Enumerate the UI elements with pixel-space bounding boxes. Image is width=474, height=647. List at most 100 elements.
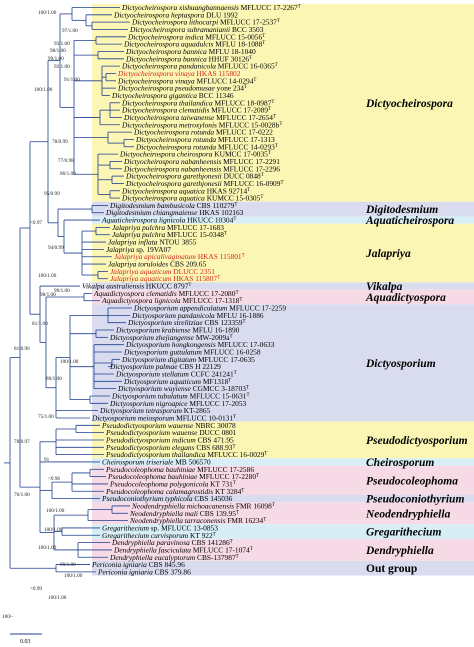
support-value: 100/1.00 xyxy=(38,545,57,551)
taxon-label: Periconia igniaria CBS 845.96 xyxy=(91,560,185,569)
taxon-label: Dictyocheirospora lithocarpi MFLUCC 17-2… xyxy=(131,18,280,27)
support-value: 100/1.00 xyxy=(38,10,57,16)
taxon-label: Dictyocheirospora aquadulcis MFLU 18-108… xyxy=(123,40,265,49)
clade-label-1: Digitodesmium xyxy=(365,204,438,216)
support-value: 76/1.00 xyxy=(14,492,30,498)
support-value: 100/1.00 xyxy=(46,508,65,514)
taxon-label: Jalapriya inflata NTOU 3855 xyxy=(108,238,197,247)
taxon-label: Dictyosporium pandanicola MFLU 16-1886 xyxy=(131,311,264,320)
clade-label-5: Aquadictyospora xyxy=(365,292,446,304)
clade-label-0: Dictyocheirospora xyxy=(365,98,453,110)
support-value: 100/1.00 xyxy=(48,595,67,601)
clade-label-8: Cheirosporum xyxy=(366,457,434,469)
taxon-label: Dictyosporium wuyiense CGMCC 3-18703T xyxy=(117,384,249,393)
support-value: 91/1.00 xyxy=(64,77,80,83)
support-value: 92/1.00 xyxy=(54,64,70,70)
taxon-label: Dictyocheirospora pandanicola MFLUCC 16-… xyxy=(121,62,278,71)
taxon-label: Dictyocheirospora clematidis MFLUCC 17-2… xyxy=(121,106,271,115)
clade-labels: DictyocheirosporaDigitodesmiumAquatichei… xyxy=(365,98,468,575)
taxon-label: Neodendryphiella mali CBS 139.95T xyxy=(129,509,239,518)
taxon-label: Dictyocheirospora cheirospora KUMCC 17-0… xyxy=(119,150,271,159)
support-value: 100/1.00 xyxy=(64,573,83,579)
clade-band-6 xyxy=(92,304,474,422)
taxon-label: Dictyocheirospora rotunda MFLUCC 17-0222 xyxy=(133,128,273,137)
clade-label-11: Neodendryphiella xyxy=(365,508,451,520)
taxon-label: Pseudocoleophoma calamagrostidis KT 3284… xyxy=(105,487,244,496)
taxon-label: Pseudocoleophoma polygonicola KT 731T xyxy=(109,479,236,488)
taxon-label: Dictyosporium tubulatum MFLUCC 15-0631T xyxy=(111,391,250,400)
tree-branches xyxy=(4,7,134,573)
taxon-labels: Dictyocheirospora xishuangbannaensis MFL… xyxy=(82,3,301,576)
clade-band-8 xyxy=(92,458,474,466)
taxon-label: Pseudocoleophoma bauhiniae MFLUCC 17-228… xyxy=(107,472,259,481)
support-value: 98/1.00 xyxy=(50,48,66,54)
support-value: 81/1.00 xyxy=(32,321,48,327)
support-value: 78/0.97 xyxy=(14,439,30,445)
taxon-label: Pseudodictyosporium thailandica MFLUCC 1… xyxy=(105,450,267,459)
support-value: 95/0.99 xyxy=(44,191,60,197)
support-value: <0.99 xyxy=(30,586,42,592)
clade-label-12: Gregarithecium xyxy=(366,527,441,539)
taxon-label: Dictyocheirospora nabanheensis MFLUCC 17… xyxy=(123,157,280,166)
taxon-label: Dictyosporium guttulatum MFLUCC 16-0258 xyxy=(123,348,261,357)
taxon-label: Dendryphiella eucalyptorum CBS-137987T xyxy=(109,553,239,562)
taxon-label: Dendryphiella fasciculata MFLUCC 17-1074… xyxy=(113,545,253,554)
support-value: 99/1.00 xyxy=(60,562,76,568)
taxon-label: Dictyocheirospora gigantica BCC 11346 xyxy=(111,91,234,100)
taxon-label: Dictyocheirospora garethjonesii MFLUCC 1… xyxy=(125,179,284,188)
support-value: 77/0.98 xyxy=(58,158,74,164)
taxon-label: Jalapriya apicalivaginatum HKAS 115801T xyxy=(114,252,245,261)
support-value: 100/1.00 xyxy=(34,87,53,93)
clade-band-9 xyxy=(92,465,474,495)
taxon-label: Dictyosporium zhejiangense MW-2009aT xyxy=(109,333,233,342)
taxon-label: Dictyosporium appendiculatum MFLUCC 17-2… xyxy=(133,304,286,313)
taxon-label: Dictyocheirospora thailandica MFLUCC 18-… xyxy=(121,98,274,107)
taxon-label: Jalapriya pulchra MFLUCC 17-1683 xyxy=(112,223,224,232)
support-value: 80/1.00 xyxy=(46,376,62,382)
clade-band-4 xyxy=(92,282,474,290)
support-value: 100/1.00 xyxy=(38,273,57,279)
taxon-label: Cheirosporum triseriale MB 506570 xyxy=(102,457,211,466)
taxon-label: Digitodesmium bambusicola CBS 110279T xyxy=(109,201,237,210)
taxon-label: Dictyocheirospora taiwanense MFLUCC 17-2… xyxy=(123,113,276,122)
taxon-label: Dictyosporium meiosporum MFLUCC 10-0131T xyxy=(91,413,236,422)
taxon-label: Dictyocheirospora pseudomusae yone 234T xyxy=(117,84,247,93)
taxon-label: Dictyosporium tetrasporum KT-2865 xyxy=(99,406,210,415)
taxon-label: Dictyosporium stellatum CCFC 241241T xyxy=(115,370,237,379)
taxon-label: Dictyocheirospora vinaya HKAS 115802 xyxy=(117,69,241,78)
taxon-label: Dictyocheirospora indica MFLUCC 15-0056T xyxy=(127,32,265,41)
clade-label-9: Pseudocoleophoma xyxy=(366,475,458,487)
taxon-label: Aquadictyospora clematidis MFLUCC 17-208… xyxy=(93,289,239,298)
taxon-label: Dictyosporium palmae CBS H 22129 xyxy=(109,362,221,371)
taxon-label: Dictyocheirospora bannica HHUF 30126T xyxy=(125,54,252,63)
clade-label-3: Jalapriya xyxy=(365,248,411,260)
taxon-label: Dictyocheirospora aquatica HKAS 92714T xyxy=(121,186,250,195)
support-value: 75/1.00 xyxy=(38,414,54,420)
taxon-label: Dictyocheirospora bannica MFLU 18-1040 xyxy=(125,47,256,56)
taxon-label: Dictyocheirospora rotunda MFLUCC 14-0293… xyxy=(135,142,278,151)
taxon-label: Dictyocheirospora rotunda MFLUCC 17-1313 xyxy=(135,135,275,144)
taxon-label: Dictyocheirospora nabanheensis MFLUCC 17… xyxy=(123,164,280,173)
taxon-label: Dictyocheirospora metroxylonis MFLUCC 15… xyxy=(121,120,282,129)
clade-band-1 xyxy=(92,201,474,217)
support-value: 99/1.00 xyxy=(54,288,70,294)
clade-label-13: Dendryphiella xyxy=(365,545,434,557)
taxon-label: Dictyocheirospora subramanianii BCC 3503 xyxy=(129,25,264,34)
support-value: 100/1.00 xyxy=(60,359,79,365)
clade-label-7: Pseudodictyosporium xyxy=(366,435,468,447)
support-value: 100/- xyxy=(2,614,13,620)
taxon-label: Neodendryphiella michoacanensis FMR 1609… xyxy=(131,501,275,510)
clade-band-10 xyxy=(92,494,474,503)
clade-band-12 xyxy=(92,524,474,539)
taxon-label: Dictyosporium digitatum MFLUCC 17-0635 xyxy=(121,355,255,364)
support-values: 100/1.0097/1.0093/1.0098/1.0099/1.0092/1… xyxy=(2,10,83,620)
taxon-label: Dictyosporium strelitziae CBS 123359T xyxy=(127,318,246,327)
clade-label-4: Vikalpa xyxy=(366,281,403,293)
clade-label-6: Dictyosporium xyxy=(365,358,436,370)
taxon-label: Dictyocheirospora aquatica KUMCC 15-0305… xyxy=(121,194,263,203)
taxon-label: Aquaticheirospora lignicola HKUCC 10304T xyxy=(101,216,236,225)
taxon-label: Dictyocheirospora garethjonesii DUCC 084… xyxy=(125,172,264,181)
support-value: 99/1.00 xyxy=(48,56,64,62)
clade-band-2 xyxy=(92,216,474,224)
